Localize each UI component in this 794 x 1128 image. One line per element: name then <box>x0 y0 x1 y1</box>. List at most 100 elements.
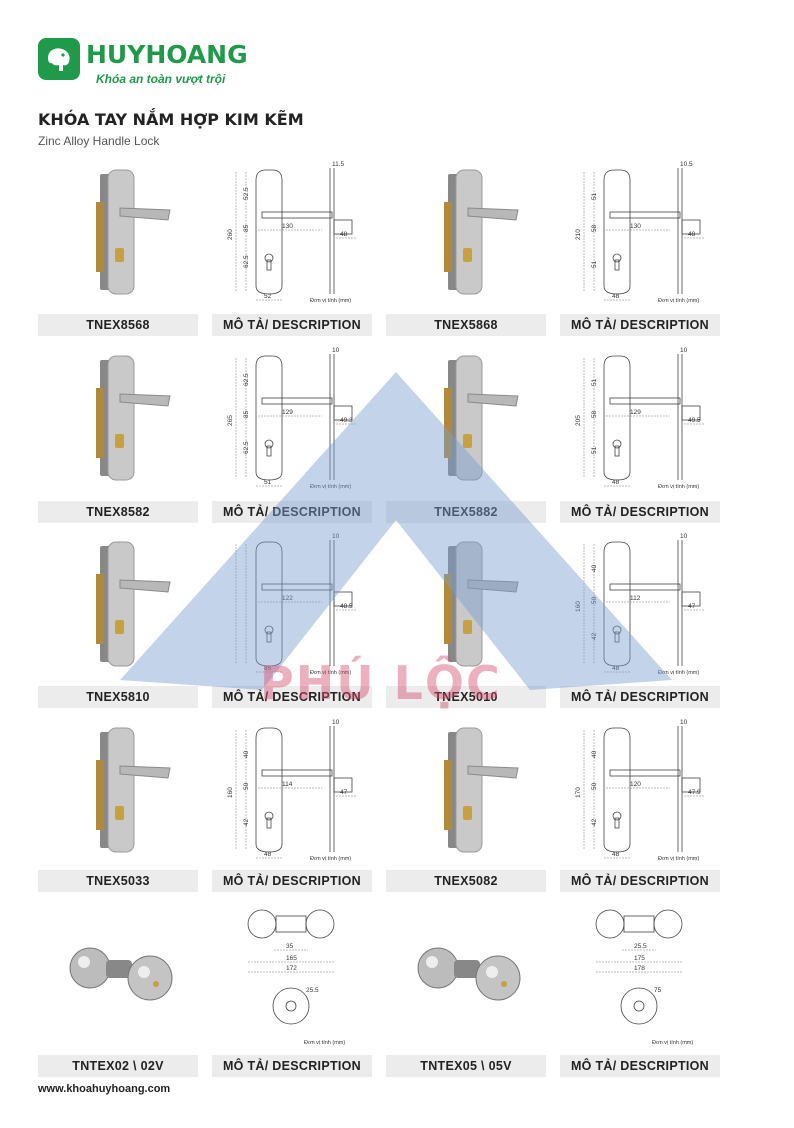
dim-a: 25.5 <box>634 943 647 950</box>
dim-total-height: 170 <box>575 787 582 798</box>
dim-handle-length: 120 <box>630 781 641 788</box>
dim-a: 35 <box>286 943 294 950</box>
dim-depth: 47 <box>340 789 348 796</box>
dim-height-1: 51 <box>591 378 598 386</box>
dim-top-thickness: 11.5 <box>332 161 345 168</box>
dim-c: 178 <box>634 965 645 972</box>
dim-height-3: 62.5 <box>243 255 250 268</box>
lever-lock-photo <box>96 541 171 667</box>
unit-note: Đơn vị tính (mm) <box>658 298 699 304</box>
dim-depth: 47 <box>688 603 696 610</box>
lever-lock-photo <box>444 355 519 481</box>
knob-lock-photo <box>69 947 173 1001</box>
dim-total-height: 260 <box>227 229 234 240</box>
lever-lock-photo <box>96 355 171 481</box>
dim-handle-length: 112 <box>630 595 641 602</box>
unit-note: Đơn vị tính (mm) <box>658 670 699 676</box>
product-photo <box>386 346 546 486</box>
knob-technical-drawing <box>595 909 683 1025</box>
dim-c: 172 <box>286 965 297 972</box>
dim-top-thickness: 10 <box>332 347 340 354</box>
dim-height-2: 58 <box>591 410 598 418</box>
lever-lock-photo <box>444 727 519 853</box>
product-photo <box>386 532 546 672</box>
knob-technical-drawing <box>247 909 335 1025</box>
dim-handle-length: 114 <box>282 781 293 788</box>
product-photo <box>386 160 546 300</box>
dim-top-thickness: 10 <box>332 719 340 726</box>
lever-technical-drawing <box>255 354 353 481</box>
dimension-lines <box>596 949 682 973</box>
description-label: MÔ TẢ/ DESCRIPTION <box>560 870 720 892</box>
brand-tagline: Khóa an toàn vượt trội <box>96 72 226 86</box>
dim-top-thickness: 10.5 <box>680 161 693 168</box>
dim-plate-width: 48 <box>612 293 620 300</box>
dim-height-2: 50 <box>591 782 598 790</box>
dim-handle-length: 129 <box>630 409 641 416</box>
dim-top-thickness: 10 <box>680 533 688 540</box>
dim-plate-width: 48 <box>612 479 620 486</box>
dim-height-3: 51 <box>591 260 598 268</box>
dim-height-2: 50 <box>243 782 250 790</box>
unit-note: Đơn vị tính (mm) <box>304 1040 345 1046</box>
lever-technical-drawing <box>603 354 701 481</box>
dim-height-2: 58 <box>591 224 598 232</box>
dim-height-1: 62.5 <box>243 373 250 386</box>
product-code-label: TNTEX02 \ 02V <box>38 1055 198 1077</box>
dim-height-2: 50 <box>591 596 598 604</box>
page-subtitle: Zinc Alloy Handle Lock <box>38 134 160 148</box>
dim-depth: 49.3 <box>340 417 353 424</box>
dimension-lines <box>583 358 704 487</box>
dim-depth: 47.9 <box>688 789 701 796</box>
dim-height-2: 85 <box>243 410 250 418</box>
dim-height-3: 42 <box>591 818 598 826</box>
dim-plate-width: 52 <box>264 293 272 300</box>
dimension-lines <box>248 949 334 973</box>
dimension-lines <box>235 730 356 859</box>
unit-note: Đơn vị tính (mm) <box>652 1040 693 1046</box>
dim-total-height: 160 <box>575 601 582 612</box>
description-label: MÔ TẢ/ DESCRIPTION <box>212 501 372 523</box>
lever-technical-drawing <box>603 168 701 295</box>
dim-total-height: 205 <box>575 415 582 426</box>
dim-plate-width: 48 <box>264 851 272 858</box>
dim-handle-length: 129 <box>282 409 293 416</box>
lever-technical-drawing <box>255 168 353 295</box>
product-photo <box>386 902 546 1042</box>
product-code-label: TNTEX05 \ 05V <box>386 1055 546 1077</box>
dim-depth: 48.5 <box>340 603 353 610</box>
unit-note: Đơn vị tính (mm) <box>310 298 351 304</box>
dim-height-1: 40 <box>591 564 598 572</box>
dim-handle-length: 130 <box>630 223 641 230</box>
product-photo <box>38 532 198 672</box>
description-label: MÔ TẢ/ DESCRIPTION <box>212 686 372 708</box>
dim-total-height: 265 <box>227 415 234 426</box>
product-code-label: TNEX8568 <box>38 314 198 336</box>
product-code-label: TNEX5882 <box>386 501 546 523</box>
footer-url[interactable]: www.khoahuyhoang.com <box>38 1083 171 1095</box>
dim-handle-length: 130 <box>282 223 293 230</box>
dim-b: 165 <box>286 955 297 962</box>
dim-height-1: 40 <box>243 750 250 758</box>
lever-technical-drawing <box>255 726 353 853</box>
product-code-label: TNEX5010 <box>386 686 546 708</box>
lever-technical-drawing <box>603 726 701 853</box>
dimension-lines <box>235 544 356 673</box>
dim-height-1: 40 <box>591 750 598 758</box>
dim-height-1: 52.5 <box>243 187 250 200</box>
dim-height-3: 51 <box>591 446 598 454</box>
unit-note: Đơn vị tính (mm) <box>658 484 699 490</box>
product-code-label: TNEX8582 <box>38 501 198 523</box>
unit-note: Đơn vị tính (mm) <box>310 670 351 676</box>
dim-d: 75 <box>654 987 662 994</box>
dim-height-3: 62.5 <box>243 441 250 454</box>
description-label: MÔ TẢ/ DESCRIPTION <box>560 314 720 336</box>
dim-total-height: 160 <box>227 787 234 798</box>
dim-height-2: 85 <box>243 224 250 232</box>
